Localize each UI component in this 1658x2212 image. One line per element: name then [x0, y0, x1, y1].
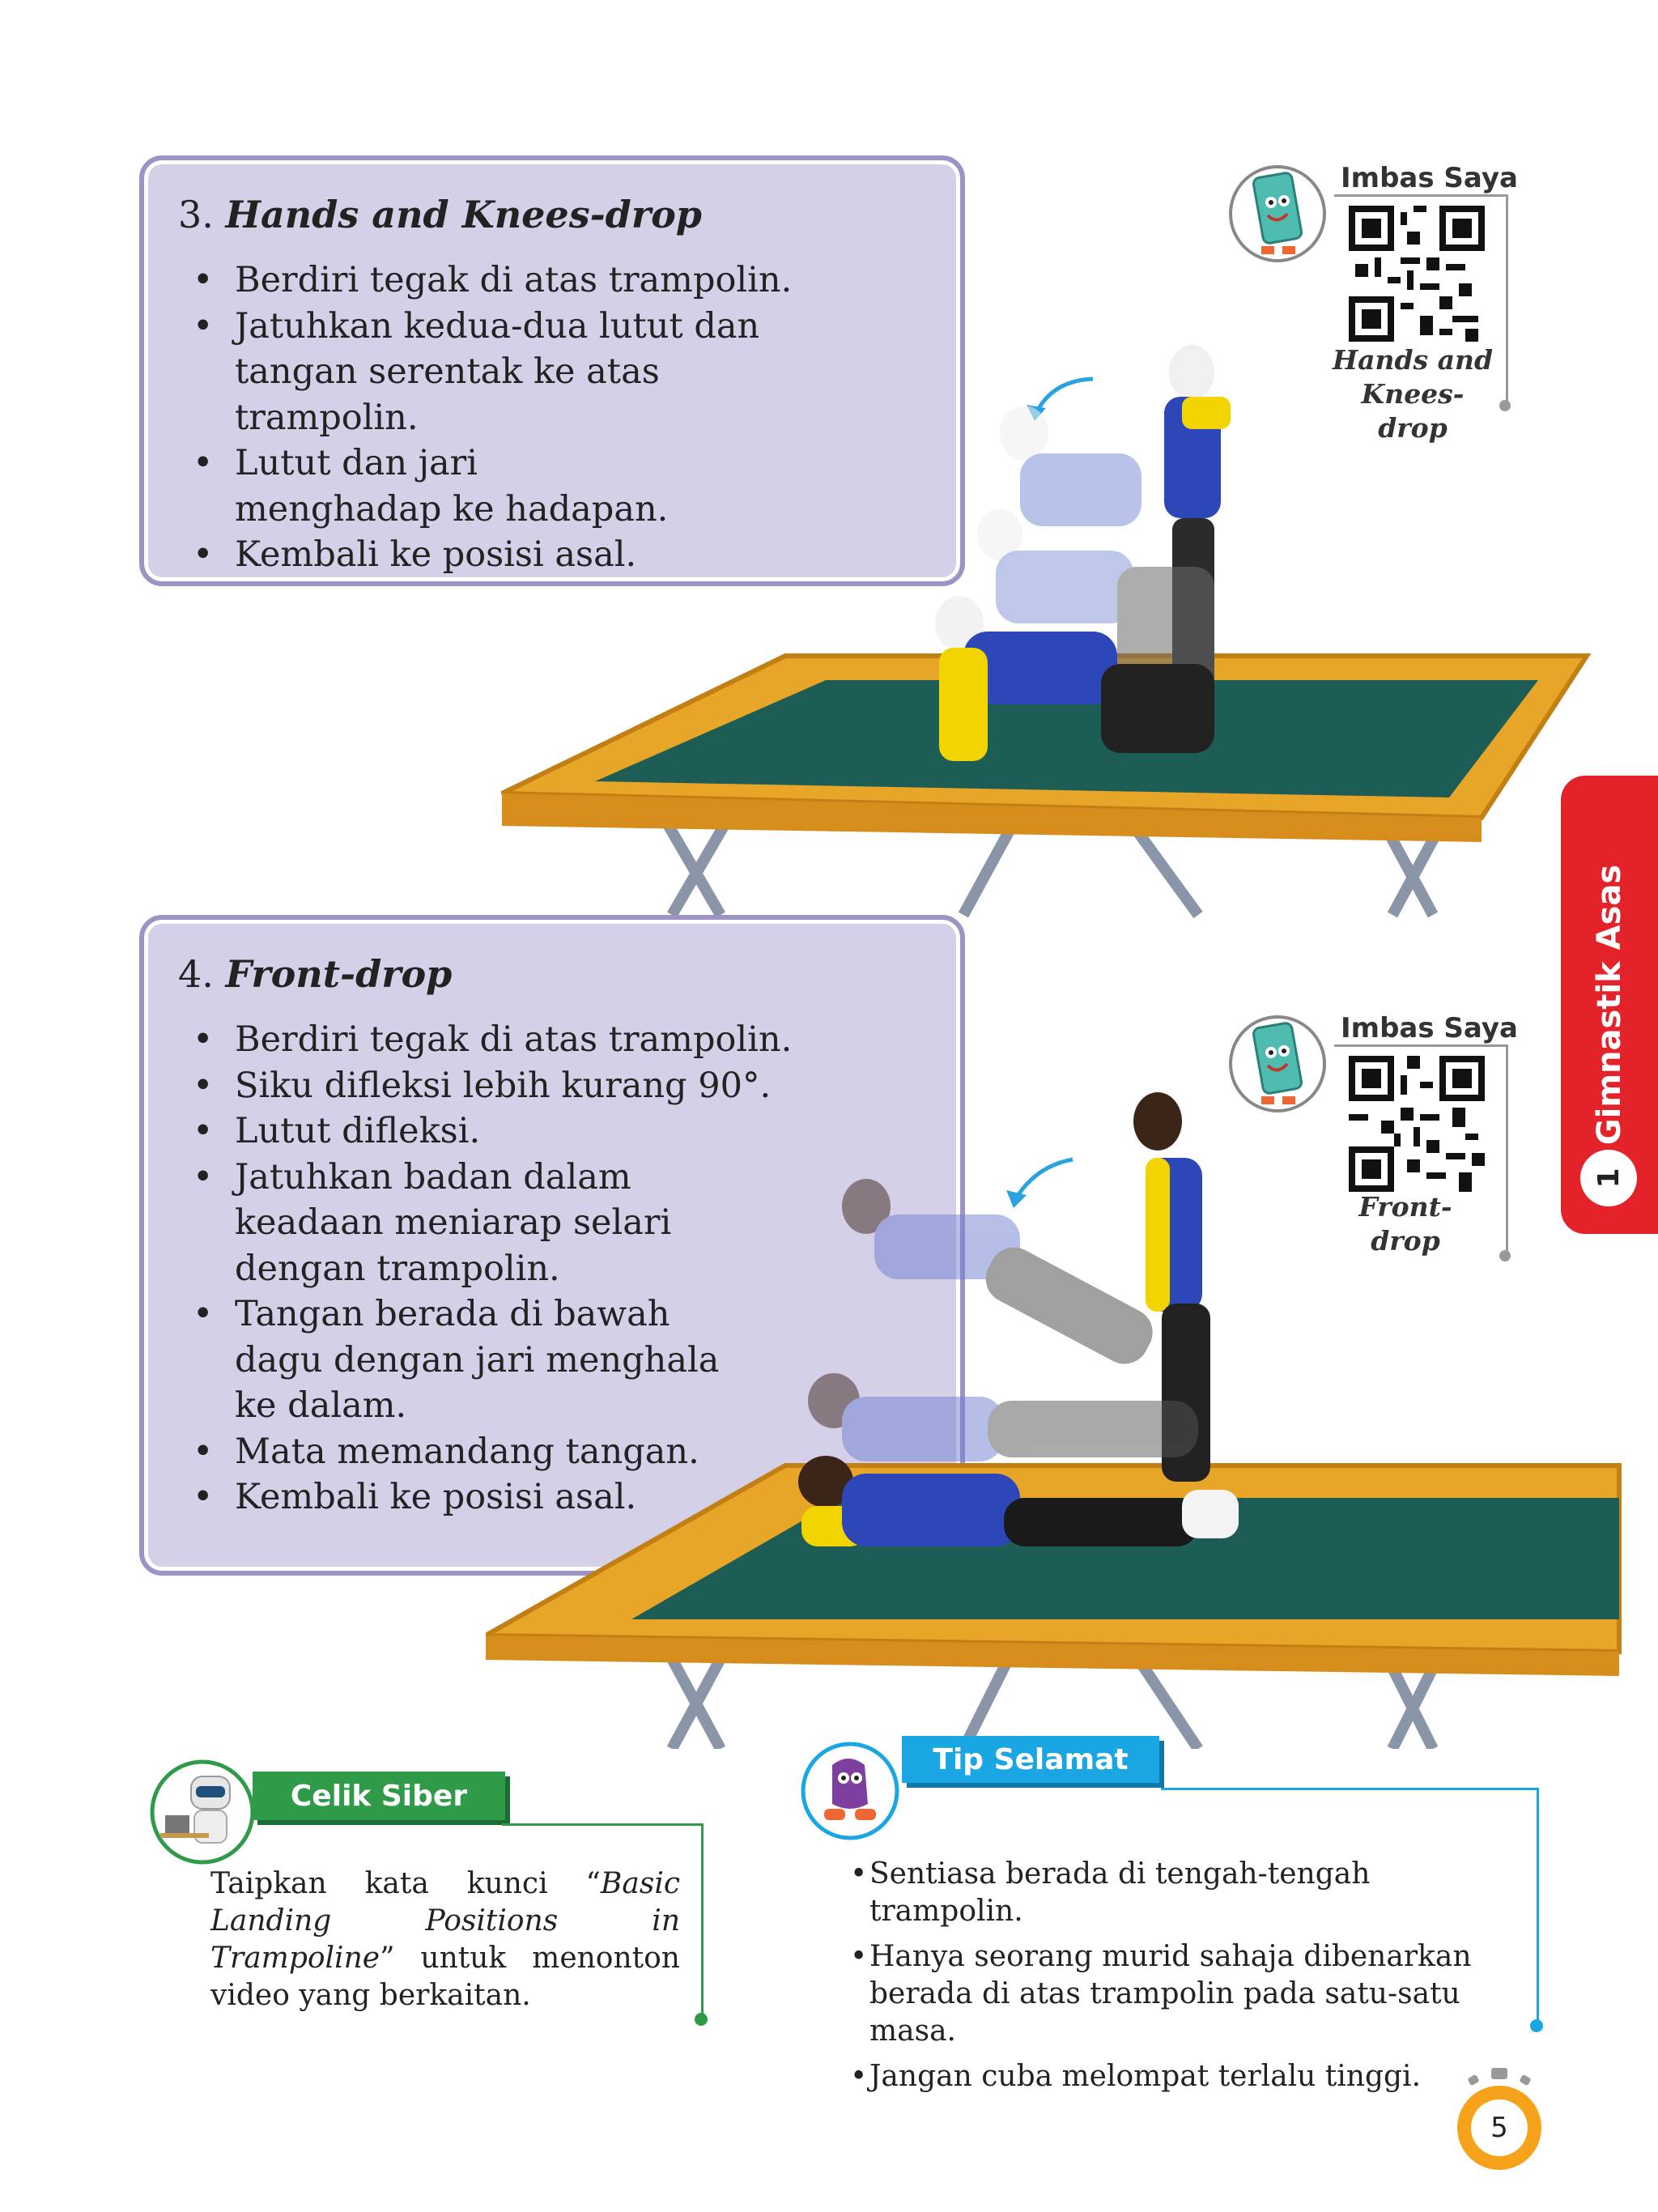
qr-code-front-drop[interactable] — [1349, 1056, 1485, 1192]
qr-frame-line — [1334, 1044, 1508, 1257]
robot-computer-icon — [150, 1759, 255, 1865]
list-item: Lutut dan jari menghadap ke hadapan. — [193, 440, 688, 532]
list-item: Jatuhkan kedua-dua lutut dan tangan sere… — [193, 304, 801, 441]
page-number: 5 — [1471, 2099, 1528, 2156]
trampoline-illustration-front-drop — [486, 1092, 1622, 1749]
step-list: Berdiri tegak di atas trampolin. Siku di… — [193, 1017, 792, 1521]
lying-figure — [798, 1456, 1239, 1546]
list-item: Sentiasa berada di tengah-tengah trampol… — [850, 1856, 1506, 1930]
section-heading: 4. Front-drop — [178, 952, 453, 996]
qr-frame-line — [1334, 194, 1508, 407]
tip-selamat-frame-line — [1161, 1788, 1539, 2025]
qr-code-hands-knees[interactable] — [1349, 206, 1485, 342]
list-item: Kembali ke posisi asal. — [193, 532, 801, 578]
step-list: Berdiri tegak di atas trampolin. Jatuhka… — [193, 257, 801, 578]
celik-siber-tag: Celik Siber — [253, 1772, 505, 1820]
list-item: Jangan cuba melompat terlalu tinggi. — [850, 2058, 1506, 2095]
list-item: Lutut difleksi. — [193, 1108, 792, 1155]
mascot-shoe-icon — [801, 1742, 899, 1840]
mascot-phone-icon — [1229, 1015, 1326, 1112]
instruction-box-front-drop: 4. Front-drop Berdiri tegak di atas tram… — [139, 915, 965, 1576]
list-item: Hanya seorang murid sahaja dibenarkan be… — [850, 1938, 1506, 2050]
qr-caption: Hands and Knees-drop — [1332, 344, 1494, 444]
mascot-phone-icon — [1229, 165, 1326, 262]
instruction-box-hands-knees-drop: 3. Hands and Knees-drop Berdiri tegak di… — [139, 155, 965, 586]
celik-siber-text: Taipkan kata kunci “Basic Landing Positi… — [210, 1867, 680, 2012]
tip-list: Sentiasa berada di tengah-tengah trampol… — [850, 1856, 1506, 2095]
list-item: Siku difleksi lebih kurang 90°. — [193, 1063, 792, 1109]
trampoline-illustration-hands-knees — [500, 345, 1592, 919]
celik-siber-frame-line — [502, 1823, 704, 2020]
stopwatch-icon — [1468, 2068, 1531, 2086]
kneeling-figure — [935, 596, 1214, 761]
section-heading: 3. Hands and Knees-drop — [178, 193, 702, 236]
list-item: Berdiri tegak di atas trampolin. — [193, 257, 801, 304]
qr-label: Imbas Saya — [1341, 1012, 1518, 1044]
list-item: Tangan berada di bawah dagu dengan jari … — [193, 1291, 753, 1429]
page-number-badge: 5 — [1457, 2086, 1541, 2170]
celik-siber-frame-dot — [695, 2013, 708, 2026]
qr-label: Imbas Saya — [1341, 162, 1518, 194]
list-item: Mata memandang tangan. — [193, 1429, 792, 1475]
tip-selamat-tag: Tip Selamat — [902, 1736, 1159, 1783]
list-item: Jatuhkan badan dalam keadaan meniarap se… — [193, 1155, 688, 1292]
list-item: Kembali ke posisi asal. — [193, 1474, 792, 1521]
qr-frame-dot — [1499, 1250, 1511, 1261]
chapter-side-tab[interactable]: Gimnastik Asas 1 — [1561, 776, 1658, 1234]
list-item: Berdiri tegak di atas trampolin. — [193, 1017, 792, 1063]
qr-frame-dot — [1499, 400, 1511, 411]
tip-selamat-frame-dot — [1530, 2019, 1543, 2032]
qr-caption: Front-drop — [1358, 1191, 1452, 1257]
